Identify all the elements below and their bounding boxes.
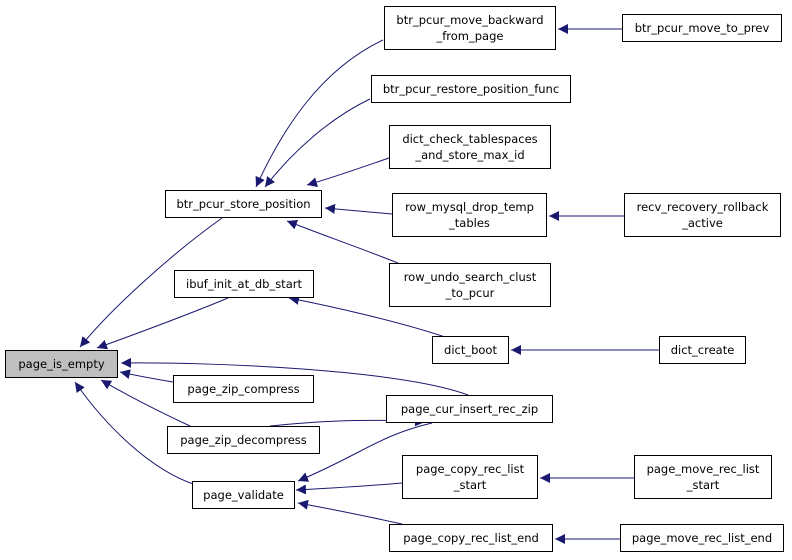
node-page-move-rec-list-end[interactable]: page_move_rec_list_end: [620, 524, 784, 552]
edge-row-mysql-drop-temp-tables-to-btr-pcur-store-position: [324, 203, 393, 215]
node-recv-recovery-rollback-active[interactable]: recv_recovery_rollback _active: [624, 193, 781, 237]
node-page-zip-decompress[interactable]: page_zip_decompress: [167, 426, 320, 454]
node-ibuf-init-at-db-start[interactable]: ibuf_init_at_db_start: [174, 270, 314, 298]
edge-dict-check-tablespaces-and-store-max-id-to-btr-pcur-store-position: [306, 157, 390, 188]
edge-page-validate-to-page-is-empty: [74, 381, 197, 486]
edge-btr-pcur-restore-position-func-to-btr-pcur-store-position: [264, 98, 371, 188]
edge-page-zip-compress-to-page-is-empty: [119, 369, 174, 383]
edge-page-copy-rec-list-start-to-page-validate: [295, 482, 403, 495]
node-btr-pcur-move-backward-from-page[interactable]: btr_pcur_move_backward _from_page: [384, 6, 556, 50]
node-page-copy-rec-list-end[interactable]: page_copy_rec_list_end: [389, 524, 553, 552]
node-page-copy-rec-list-start[interactable]: page_copy_rec_list _start: [402, 455, 538, 499]
node-btr-pcur-move-to-prev[interactable]: btr_pcur_move_to_prev: [622, 14, 782, 42]
node-page-cur-insert-rec-zip[interactable]: page_cur_insert_rec_zip: [386, 395, 553, 423]
node-btr-pcur-store-position[interactable]: btr_pcur_store_position: [165, 190, 322, 218]
edge-page-copy-rec-list-end-to-page-validate: [297, 499, 403, 525]
node-page-move-rec-list-start[interactable]: page_move_rec_list _start: [634, 455, 772, 499]
node-row-undo-search-clust-to-pcur[interactable]: row_undo_search_clust _to_pcur: [389, 263, 551, 307]
edge-btr-pcur-move-backward-from-page-to-btr-pcur-store-position: [255, 39, 384, 188]
edge-ibuf-init-at-db-start-to-page-is-empty: [96, 297, 229, 350]
node-row-mysql-drop-temp-tables[interactable]: row_mysql_drop_temp _tables: [392, 193, 547, 237]
node-page-zip-compress[interactable]: page_zip_compress: [173, 375, 314, 403]
edge-dict-boot-to-ibuf-init-at-db-start: [288, 295, 446, 338]
edge-page-zip-decompress-to-page-is-empty: [100, 379, 191, 427]
edge-row-undo-search-clust-to-pcur-to-btr-pcur-store-position: [286, 220, 399, 264]
node-btr-pcur-restore-position-func[interactable]: btr_pcur_restore_position_func: [371, 75, 571, 103]
node-dict-check-tablespaces-and-store-max-id[interactable]: dict_check_tablespaces _and_store_max_id: [389, 125, 551, 169]
node-dict-create[interactable]: dict_create: [659, 336, 746, 364]
edge-page-cur-insert-rec-zip-to-page-validate: [297, 422, 433, 482]
node-page-is-empty: page_is_empty: [5, 350, 118, 378]
node-page-validate[interactable]: page_validate: [192, 481, 295, 509]
edge-btr-pcur-store-position-to-page-is-empty: [79, 217, 223, 348]
edge-page-cur-insert-rec-zip-to-page-is-empty: [120, 357, 469, 396]
node-dict-boot[interactable]: dict_boot: [432, 336, 509, 364]
